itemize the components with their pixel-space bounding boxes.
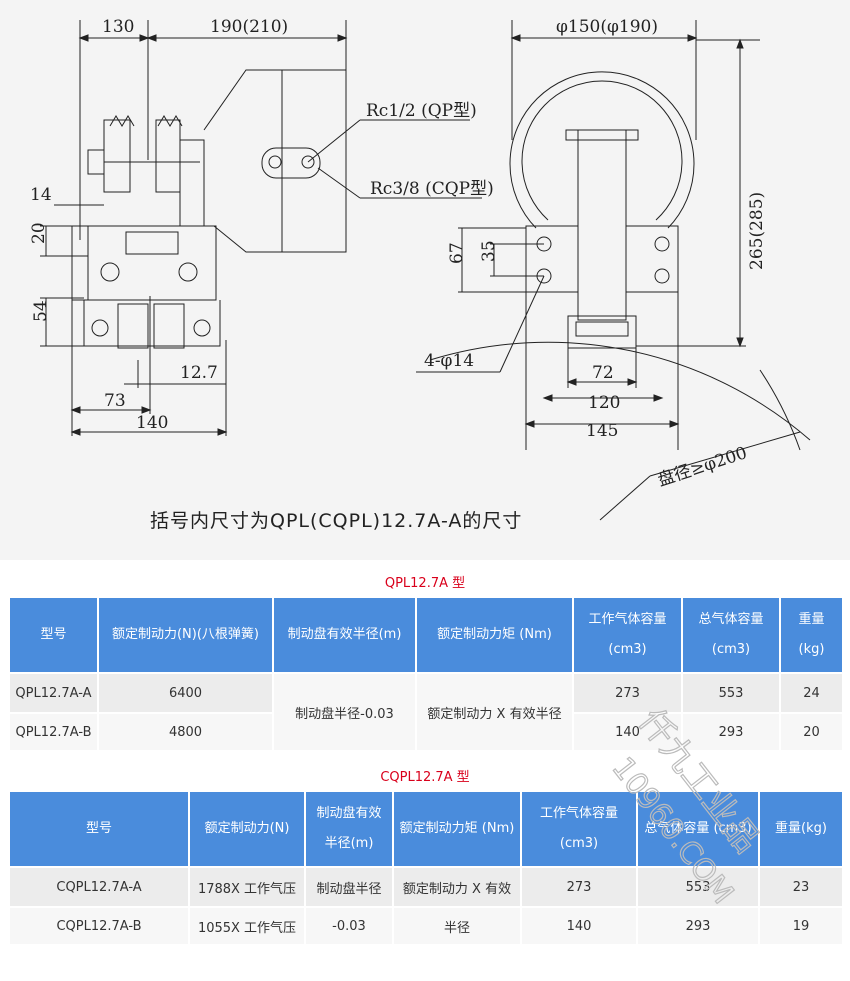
cell-model: CQPL12.7A-A <box>8 866 190 908</box>
header-model: 型号 <box>8 790 190 868</box>
header-torque: 额定制动力矩 (Nm) <box>415 596 574 674</box>
cell-radius: 制动盘半径-0.03 <box>272 672 417 752</box>
header-model: 型号 <box>8 596 99 674</box>
cell-weight: 24 <box>779 672 844 714</box>
cell-gas-work: 140 <box>520 906 638 946</box>
dim-265: 265(285) <box>747 192 767 270</box>
dim-67: 67 <box>447 242 467 264</box>
cell-radius-line1: 制动盘半径 <box>304 866 394 908</box>
cell-model: QPL12.7A-B <box>8 712 99 752</box>
table-header-row: 型号 额定制动力(N)(八根弹簧) 制动盘有效半径(m) 额定制动力矩 (Nm)… <box>8 596 844 674</box>
cell-gas-total: 553 <box>636 866 760 908</box>
cell-weight: 19 <box>758 906 844 946</box>
header-radius: 制动盘有效半径(m) <box>272 596 417 674</box>
cell-gas-work: 273 <box>520 866 638 908</box>
table-row: CQPL12.7A-B 1055X 工作气压 -0.03 半径 140 293 … <box>8 906 844 946</box>
header-weight: 重量(kg) <box>758 790 844 868</box>
header-torque: 额定制动力矩 (Nm) <box>392 790 522 868</box>
table-row: QPL12.7A-B 4800 140 293 20 <box>8 712 844 752</box>
cell-force: 1055X 工作气压 <box>188 906 306 946</box>
port-label-qp: Rc1/2 (QP型) <box>366 101 477 121</box>
cell-torque-line1: 额定制动力 X 有效 <box>392 866 522 908</box>
drawing-svg: 130 190(210) 14 20 54 12.7 73 140 Rc1/2 … <box>29 17 811 521</box>
cell-gas-total: 293 <box>636 906 760 946</box>
dim-120: 120 <box>588 393 620 413</box>
dim-140: 140 <box>136 413 168 433</box>
cell-weight: 23 <box>758 866 844 908</box>
header-gas-work: 工作气体容量 (cm3) <box>572 596 683 674</box>
header-radius: 制动盘有效 半径(m) <box>304 790 394 868</box>
cell-model: QPL12.7A-A <box>8 672 99 714</box>
cell-force: 4800 <box>97 712 274 752</box>
cell-force: 1788X 工作气压 <box>188 866 306 908</box>
dim-35: 35 <box>479 240 499 262</box>
dim-72: 72 <box>592 363 614 383</box>
dim-dia-150: φ150(φ190) <box>556 17 658 37</box>
dim-73: 73 <box>104 391 126 411</box>
cell-gas-total: 293 <box>681 712 781 752</box>
header-weight: 重量 (kg) <box>779 596 844 674</box>
spec-table-qpl: 型号 额定制动力(N)(八根弹簧) 制动盘有效半径(m) 额定制动力矩 (Nm)… <box>8 596 844 752</box>
table2-title: CQPL12.7A 型 <box>380 770 470 785</box>
dim-54: 54 <box>31 300 51 322</box>
dim-130: 130 <box>102 17 134 37</box>
cell-weight: 20 <box>779 712 844 752</box>
dim-14: 14 <box>30 185 52 205</box>
cell-torque-line2: 半径 <box>392 906 522 946</box>
spec-table-cqpl: 型号 额定制动力(N) 制动盘有效 半径(m) 额定制动力矩 (Nm) 工作气体… <box>8 790 844 946</box>
table-header-row: 型号 额定制动力(N) 制动盘有效 半径(m) 额定制动力矩 (Nm) 工作气体… <box>8 790 844 868</box>
dim-20: 20 <box>29 222 49 244</box>
technical-drawing: 130 190(210) 14 20 54 12.7 73 140 Rc1/2 … <box>0 0 850 560</box>
table-row: CQPL12.7A-A 1788X 工作气压 制动盘半径 额定制动力 X 有效 … <box>8 866 844 908</box>
header-force: 额定制动力(N) <box>188 790 306 868</box>
header-gas-total: 总气体容量 (cm3) <box>681 596 781 674</box>
header-force: 额定制动力(N)(八根弹簧) <box>97 596 274 674</box>
cell-force: 6400 <box>97 672 274 714</box>
table1-title: QPL12.7A 型 <box>384 576 466 591</box>
cell-model: CQPL12.7A-B <box>8 906 190 946</box>
cell-torque: 额定制动力 X 有效半径 <box>415 672 574 752</box>
header-gas-work: 工作气体容量 (cm3) <box>520 790 638 868</box>
dim-disc: 盘径≥φ200 <box>655 443 749 491</box>
drawing-note: 括号内尺寸为QPL(CQPL)12.7A-A的尺寸 <box>150 510 523 532</box>
dim-190: 190(210) <box>210 17 288 37</box>
port-label-cqp: Rc3/8 (CQP型) <box>370 179 494 199</box>
dim-12-7: 12.7 <box>180 363 218 383</box>
cell-gas-total: 553 <box>681 672 781 714</box>
dim-holes: 4-φ14 <box>424 351 474 371</box>
cell-gas-work: 140 <box>572 712 683 752</box>
header-gas-total: 总气体容量 (cm3) <box>636 790 760 868</box>
table-row: QPL12.7A-A 6400 制动盘半径-0.03 额定制动力 X 有效半径 … <box>8 672 844 752</box>
cell-radius-line2: -0.03 <box>304 906 394 946</box>
dim-145: 145 <box>586 421 618 441</box>
cell-gas-work: 273 <box>572 672 683 714</box>
